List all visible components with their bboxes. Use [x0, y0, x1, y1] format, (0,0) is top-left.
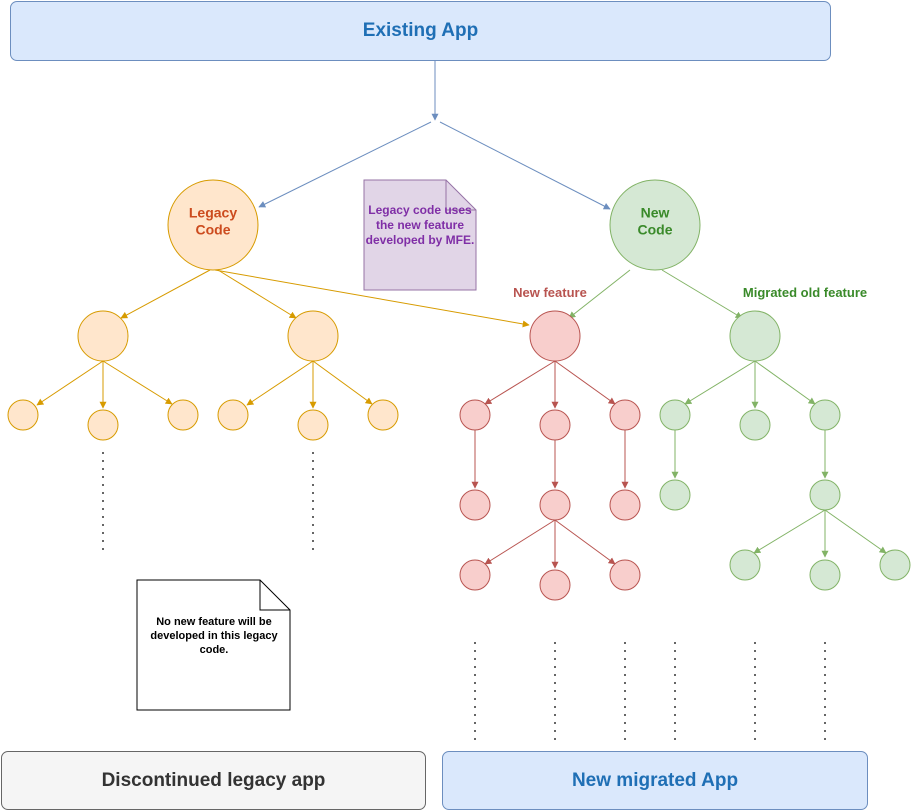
edge	[484, 360, 556, 405]
edge-to-legacy	[258, 121, 432, 208]
migrated-node	[739, 409, 771, 441]
edge	[554, 519, 616, 565]
edge	[824, 509, 887, 554]
edge	[36, 360, 104, 406]
new-feature-edges	[471, 360, 629, 569]
edge-to-new	[439, 121, 611, 210]
migrated-old-feature-label: Migrated old feature	[743, 285, 867, 300]
legacy-leaf-node	[167, 399, 199, 431]
legacy-child-node	[77, 310, 129, 362]
legacy-note-shape	[136, 579, 291, 711]
migrated-node	[879, 549, 911, 581]
discontinued-app-label: Discontinued legacy app	[101, 769, 326, 791]
feature-node	[539, 569, 571, 601]
continuation-dots	[102, 452, 826, 742]
new-code-node	[609, 179, 701, 271]
discontinued-app-box: Discontinued legacy app	[1, 751, 426, 810]
migrated-node	[809, 479, 841, 511]
edge	[753, 509, 826, 554]
new-code-edges	[568, 269, 887, 558]
existing-app-label: Existing App	[362, 20, 479, 41]
legacy-leaf-node	[217, 399, 249, 431]
edge	[120, 269, 211, 319]
migrated-node	[659, 479, 691, 511]
new-feature-label: New feature	[513, 285, 587, 300]
edge	[312, 360, 373, 405]
legacy-child-node	[287, 310, 339, 362]
edge	[102, 360, 173, 405]
legacy-leaf-node	[367, 399, 399, 431]
migrated-feature-node	[729, 310, 781, 362]
migrated-app-label: New migrated App	[571, 769, 739, 791]
edge	[484, 519, 556, 565]
note-fold	[445, 180, 476, 211]
edge-legacy-to-new-feature	[214, 269, 530, 328]
feature-node	[539, 489, 571, 521]
top-connectors	[258, 61, 611, 210]
mfe-note-shape	[363, 179, 477, 291]
edge	[661, 269, 743, 319]
note-fold	[259, 580, 290, 611]
migrated-node	[729, 549, 761, 581]
new-feature-node	[529, 310, 581, 362]
migrated-node	[809, 399, 841, 431]
edge	[568, 269, 631, 319]
edge	[684, 360, 756, 405]
migrated-node	[809, 559, 841, 591]
legacy-edges	[36, 269, 530, 409]
migrated-node	[659, 399, 691, 431]
new-feature-nodes	[459, 310, 641, 601]
feature-node	[459, 489, 491, 521]
feature-node	[459, 559, 491, 591]
legacy-leaf-node	[7, 399, 39, 431]
legacy-code-node	[167, 179, 259, 271]
feature-node	[609, 489, 641, 521]
migrated-app-box: New migrated App	[442, 751, 868, 810]
legacy-nodes	[7, 179, 399, 441]
legacy-leaf-node	[87, 409, 119, 441]
edge	[554, 360, 616, 405]
edge	[217, 269, 297, 319]
feature-node	[459, 399, 491, 431]
edge	[246, 360, 314, 406]
existing-app-box: Existing App	[10, 1, 831, 61]
feature-node	[539, 409, 571, 441]
feature-node	[609, 399, 641, 431]
feature-node	[609, 559, 641, 591]
edge	[754, 360, 816, 405]
legacy-leaf-node	[297, 409, 329, 441]
new-code-nodes	[609, 179, 911, 591]
